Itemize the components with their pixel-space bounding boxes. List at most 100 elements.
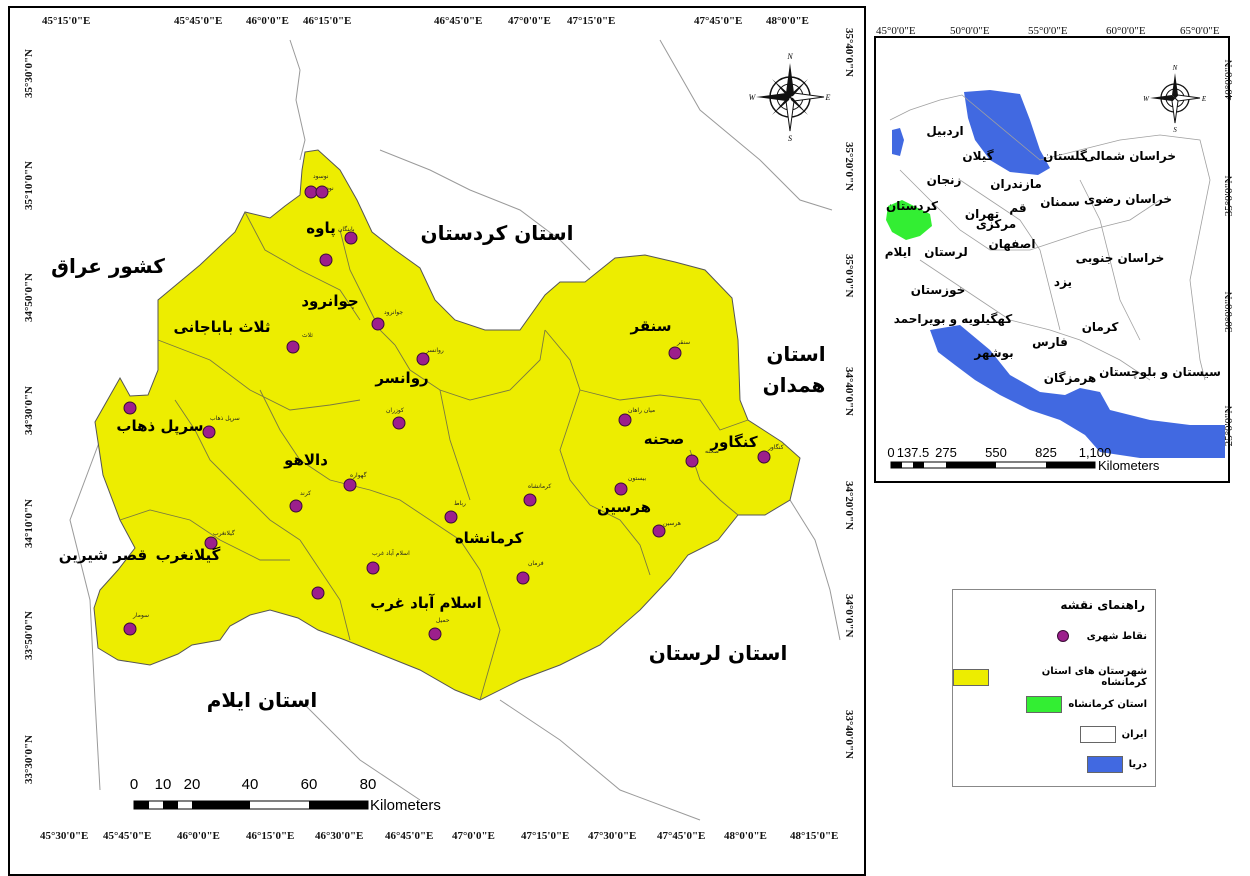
city-point — [685, 454, 699, 468]
lat-label: 35°40'0"N — [843, 28, 855, 77]
city-point — [202, 425, 216, 439]
lon-label: 48°0'0"E — [724, 830, 767, 842]
inset-top-longitude-labels: 45°0'0"E 50°0'0"E 55°0'0"E 60°0'0"E 65°0… — [876, 25, 1220, 37]
legend-item-province: استان کرمانشاه — [1026, 696, 1147, 713]
neighbor-label: کشور عراق — [51, 254, 165, 278]
lon-label: 48°0'0"E — [766, 15, 809, 27]
legend-swatch — [953, 668, 989, 686]
province-label: کهگیلویه و بویراحمد — [894, 312, 1013, 327]
place-label: هرسین — [663, 520, 681, 527]
place-label: گیلانغرب — [213, 529, 235, 537]
province-label: قم — [1009, 201, 1026, 215]
county-label: قصر شیرین — [59, 546, 148, 564]
scale-unit: Kilometers — [370, 797, 441, 814]
city-points — [123, 185, 771, 641]
city-point — [319, 253, 333, 267]
lat-label: 40°0'0"N — [1223, 60, 1235, 101]
county-labels: پاوه جوانرود ثلاث باباجانی روانسر سنقر س… — [59, 219, 758, 612]
province-label: کرمان — [1082, 320, 1119, 334]
inset-province-labels: اردبیل گیلان گلستان خراسان شمالی زنجان م… — [885, 124, 1221, 385]
neighbor-label: همدان — [763, 373, 826, 397]
lon-label: 46°15'0"E — [246, 830, 294, 842]
scale-tick-label: 0 — [887, 445, 894, 460]
lat-label: 34°30'0"N — [23, 386, 35, 435]
lon-label: 46°45'0"E — [434, 15, 482, 27]
county-label: کنگاور — [709, 433, 757, 451]
place-label: جوانرود — [384, 309, 403, 316]
city-point — [516, 571, 530, 585]
svg-text:N: N — [786, 52, 793, 61]
lon-label: 45°0'0"E — [876, 25, 916, 37]
city-point — [614, 482, 628, 496]
place-label: کرمانشاه — [528, 483, 551, 490]
province-label: لرستان — [924, 245, 967, 259]
svg-text:S: S — [1173, 126, 1177, 134]
lat-label: 33°30'0"N — [23, 735, 35, 784]
scale-tick-label: 40 — [242, 776, 259, 793]
lake-shape — [892, 128, 904, 156]
place-label: اسلام آباد غرب — [372, 548, 410, 557]
province-label: ایلام — [885, 245, 912, 260]
place-label: سومار — [132, 612, 149, 619]
lon-label: 47°15'0"E — [567, 15, 615, 27]
province-label: فارس — [1032, 335, 1068, 349]
province-label: اردبیل — [926, 124, 963, 138]
place-label: رباط — [454, 500, 466, 507]
lat-label: 33°50'0"N — [23, 611, 35, 660]
scale-tick-label: 10 — [155, 776, 172, 793]
county-label: کرمانشاه — [455, 529, 524, 547]
place-label: فرمان — [528, 560, 544, 567]
county-label: سنقر — [629, 317, 671, 335]
scale-tick-label: 825 — [1035, 445, 1057, 460]
county-label: گیلانغرب — [156, 546, 221, 564]
city-dot-icon — [1056, 630, 1069, 642]
county-borders — [119, 211, 749, 701]
city-point — [311, 586, 325, 600]
city-point — [344, 231, 358, 245]
city-point — [123, 622, 137, 636]
north-arrow-icon: N E W S — [749, 52, 831, 143]
neighbor-label: استان لرستان — [649, 641, 788, 665]
neighbor-label: استان ایلام — [207, 688, 317, 712]
inset-right-latitude-labels: 40°0'0"N 35°0'0"N 30°0'0"N 25°0'0"N — [1223, 60, 1235, 447]
county-label: ثلاث باباجانی — [173, 318, 270, 336]
place-label: گهواره — [350, 471, 367, 479]
city-point — [618, 413, 632, 427]
city-point — [444, 510, 458, 524]
legend-swatch — [1079, 726, 1116, 743]
neighbor-labels: کشور عراق استان کردستان استان همدان استا… — [51, 221, 826, 712]
legend-swatch — [1026, 696, 1063, 713]
place-label: صحنه — [705, 448, 719, 455]
place-label: حمیل — [436, 617, 450, 624]
scale-tick-label: 80 — [360, 776, 377, 793]
lon-label: 45°45'0"E — [103, 830, 151, 842]
place-label: میان راهان — [628, 407, 655, 414]
scale-tick-label: 60 — [301, 776, 318, 793]
place-label: باینگان — [338, 225, 355, 233]
province-label: خراسان جنوبی — [1076, 251, 1165, 266]
scale-unit: Kilometers — [1098, 458, 1160, 473]
legend-swatch — [1086, 756, 1123, 773]
city-point — [757, 450, 771, 464]
city-point — [668, 346, 682, 360]
county-label: هرسین — [597, 498, 651, 516]
place-label: کوزران — [386, 407, 404, 414]
scale-tick-label: 275 — [935, 445, 957, 460]
city-point — [652, 524, 666, 538]
svg-text:N: N — [1172, 64, 1178, 72]
lon-label: 48°15'0"E — [790, 830, 838, 842]
province-label: خوزستان — [911, 283, 966, 298]
svg-text:S: S — [788, 134, 792, 143]
lon-label: 45°45'0"E — [174, 15, 222, 27]
city-point — [289, 499, 303, 513]
province-label: خراسان رضوی — [1084, 192, 1172, 207]
main-right-latitude-labels: 35°40'0"N 35°20'0"N 35°0'0"N 34°40'0"N 3… — [843, 28, 855, 759]
county-label: پاوه — [306, 219, 335, 238]
province-label: زنجان — [927, 173, 962, 187]
inset-scale-bar: 0 137.5 275 550 825 1,100 Kilometers — [887, 445, 1160, 473]
province-label: گلستان — [1043, 149, 1087, 163]
scale-tick-label: 0 — [130, 776, 138, 793]
